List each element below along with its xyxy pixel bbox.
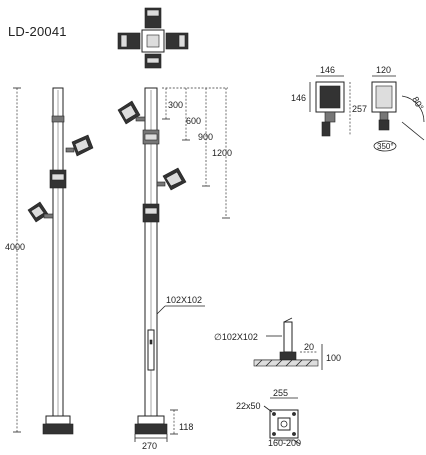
head-side-mount: [378, 119, 390, 131]
access-door: [147, 329, 155, 371]
pole-section-callout: 102X102: [156, 295, 205, 315]
dim-20-label: 20: [304, 342, 314, 352]
product-code-title: LD-20041: [8, 24, 67, 39]
dim-257-label: 257: [352, 104, 367, 114]
left-pole-clamp-1: [51, 115, 65, 123]
dim-146-width-label: 146: [320, 65, 335, 75]
dimension-offsets: 300 600 900 1200: [162, 87, 232, 219]
tilt-arc: [401, 95, 425, 123]
center-base: [134, 423, 168, 435]
dim-146-height-label: 146: [291, 93, 306, 103]
center-base-plate: [137, 415, 165, 425]
plate-size-label: 255: [273, 388, 288, 398]
tilt-angle-label: 80°: [410, 95, 426, 112]
left-base-plate: [45, 415, 71, 425]
bolt-4: [292, 432, 296, 436]
base-plate-plan: 255 22x50 160-200: [236, 388, 301, 448]
foundation-anchor: [279, 351, 297, 361]
foundation-detail: ∅102X102 20 100: [214, 317, 341, 370]
dim-300-label: 300: [168, 100, 183, 110]
foundation-ground: [253, 359, 319, 367]
dim-118-label: 118: [179, 422, 193, 432]
head-side-view: 120 80° 350°: [371, 65, 426, 152]
head-front-view: 146 146 257: [291, 65, 367, 137]
left-elevation: [27, 87, 94, 435]
dimension-total-height: 4000: [5, 87, 25, 433]
dim-600-label: 600: [186, 116, 201, 126]
bolt-1: [272, 412, 276, 416]
top-view-cluster: [117, 7, 189, 69]
center-elevation: [117, 87, 187, 435]
dim-1200-label: 1200: [212, 148, 232, 158]
bolt-spacing-label: 160-200: [268, 438, 301, 448]
rotation-label: 350°: [377, 142, 394, 151]
foundation-pole-label: ∅102X102: [214, 332, 258, 342]
dim-120-label: 120: [376, 65, 391, 75]
dim-900-label: 900: [198, 132, 213, 142]
head-front-mount: [321, 121, 331, 137]
bolt-3: [272, 432, 276, 436]
bolt-2: [292, 412, 296, 416]
pole-section-label: 102X102: [166, 295, 202, 305]
rotation-ellipse: [373, 140, 397, 152]
foundation-pole: [283, 321, 293, 353]
left-base: [42, 423, 74, 435]
bolt-spec-label: 22x50: [236, 401, 261, 411]
cluster-hub-center: [146, 34, 160, 48]
dim-4000-label: 4000: [5, 242, 25, 252]
dim-100-label: 100: [326, 353, 341, 363]
base-dimensions: 270 118: [134, 409, 193, 451]
dim-270-label: 270: [142, 441, 157, 451]
